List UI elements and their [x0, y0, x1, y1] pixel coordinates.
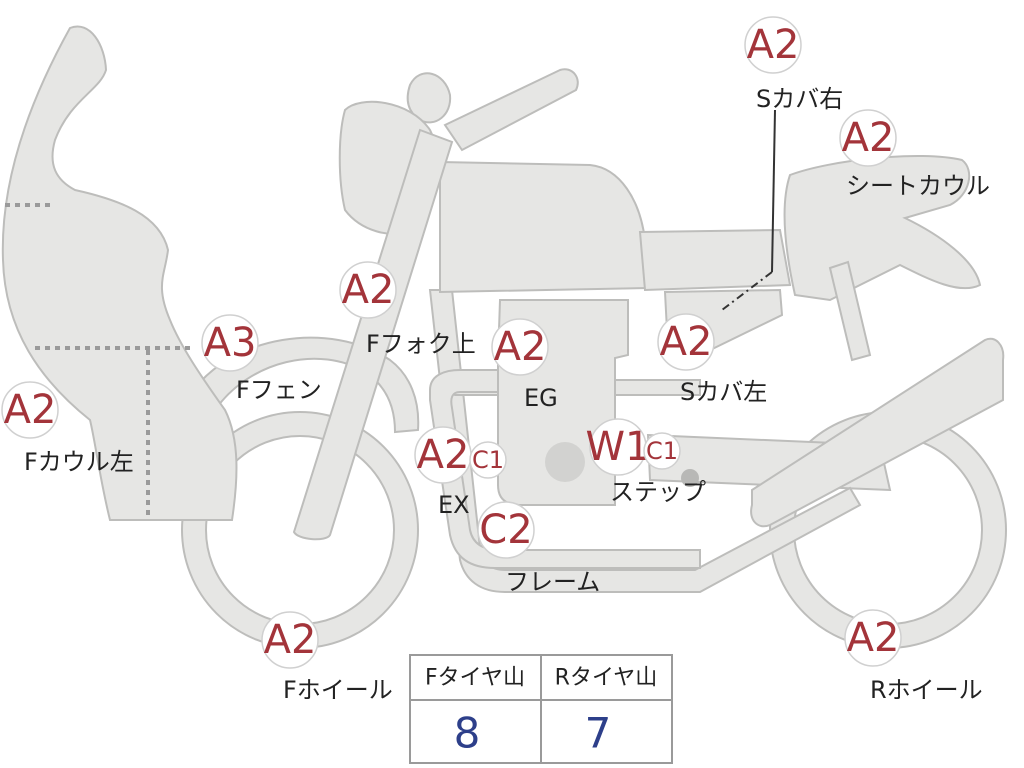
s-cover-right-leader-dash: [721, 271, 773, 311]
step-knob-shape: [681, 469, 699, 487]
badge-frame: C2: [477, 501, 535, 559]
badge-step-sub-text: C1: [646, 437, 678, 465]
badge-exhaust-sub-text: C1: [472, 446, 504, 474]
engine-cover-shape: [545, 442, 585, 482]
badge-r-wheel: A2: [844, 609, 902, 667]
tire-tread-table: Fタイヤ山 Rタイヤ山 8 7: [409, 654, 673, 764]
badge-exhaust: A2: [414, 426, 472, 484]
badge-f-fork-top: A2: [339, 261, 397, 319]
muffler-shape: [750, 337, 1005, 528]
badge-exhaust-sub: C1: [469, 441, 507, 479]
front-fork-shape: [292, 128, 454, 541]
badge-f-wheel: A2: [261, 611, 319, 669]
fuel-tank-shape: [439, 160, 650, 294]
badge-s-cover-left: A2: [657, 313, 715, 371]
rear-strut-shape: [828, 260, 872, 362]
badge-s-cover-right-text: A2: [747, 22, 800, 68]
badge-step: W1: [586, 418, 651, 476]
badge-f-cowl-left: A2: [1, 381, 59, 439]
badge-f-cowl-left-text: A2: [4, 387, 57, 433]
seat-shape: [638, 228, 792, 292]
front-tire-header: Fタイヤ山: [425, 666, 525, 691]
badge-s-cover-left-text: A2: [660, 319, 713, 365]
badge-f-wheel-text: A2: [264, 617, 317, 663]
exhaust-pipe-shape: [429, 369, 701, 569]
label-engine: EG: [524, 384, 558, 412]
badge-f-fork-top-text: A2: [342, 267, 395, 313]
s-cover-right-leader: [771, 109, 776, 273]
label-f-cowl-left: Fカウル左: [24, 448, 134, 476]
badge-exhaust-text: A2: [417, 432, 470, 478]
front-cowl-shape: [1, 25, 238, 521]
badge-frame-text: C2: [479, 507, 532, 553]
label-f-fork-top: Fフォク上: [366, 330, 476, 358]
label-f-fender: Fフェン: [236, 376, 322, 404]
badge-r-wheel-text: A2: [847, 615, 900, 661]
rear-tire-value: 7: [585, 709, 612, 758]
label-frame: フレーム: [505, 568, 600, 596]
front-tire-value: 8: [454, 709, 481, 758]
badge-engine: A2: [491, 318, 549, 376]
label-step: ステップ: [610, 478, 706, 506]
badge-seat-cowl: A2: [839, 109, 897, 167]
seat-cowl-shape: [783, 154, 982, 302]
label-r-wheel: Rホイール: [870, 676, 983, 704]
rear-tire-header: Rタイヤ山: [555, 666, 658, 691]
badge-step-text: W1: [586, 424, 651, 470]
mirror-shape: [406, 72, 452, 124]
label-exhaust: EX: [438, 491, 470, 519]
label-f-wheel: Fホイール: [283, 676, 393, 704]
badge-s-cover-right: A2: [744, 16, 802, 74]
label-seat-cowl: シートカウル: [846, 172, 990, 200]
badge-step-sub: C1: [643, 432, 681, 470]
badge-f-fender: A3: [201, 314, 259, 372]
badge-seat-cowl-text: A2: [842, 115, 895, 161]
label-s-cover-left: Sカバ左: [680, 378, 767, 406]
badge-f-fender-text: A3: [204, 320, 257, 366]
badge-engine-text: A2: [494, 324, 547, 370]
label-s-cover-right: Sカバ右: [756, 85, 843, 113]
handlebar-shape: [443, 68, 579, 152]
